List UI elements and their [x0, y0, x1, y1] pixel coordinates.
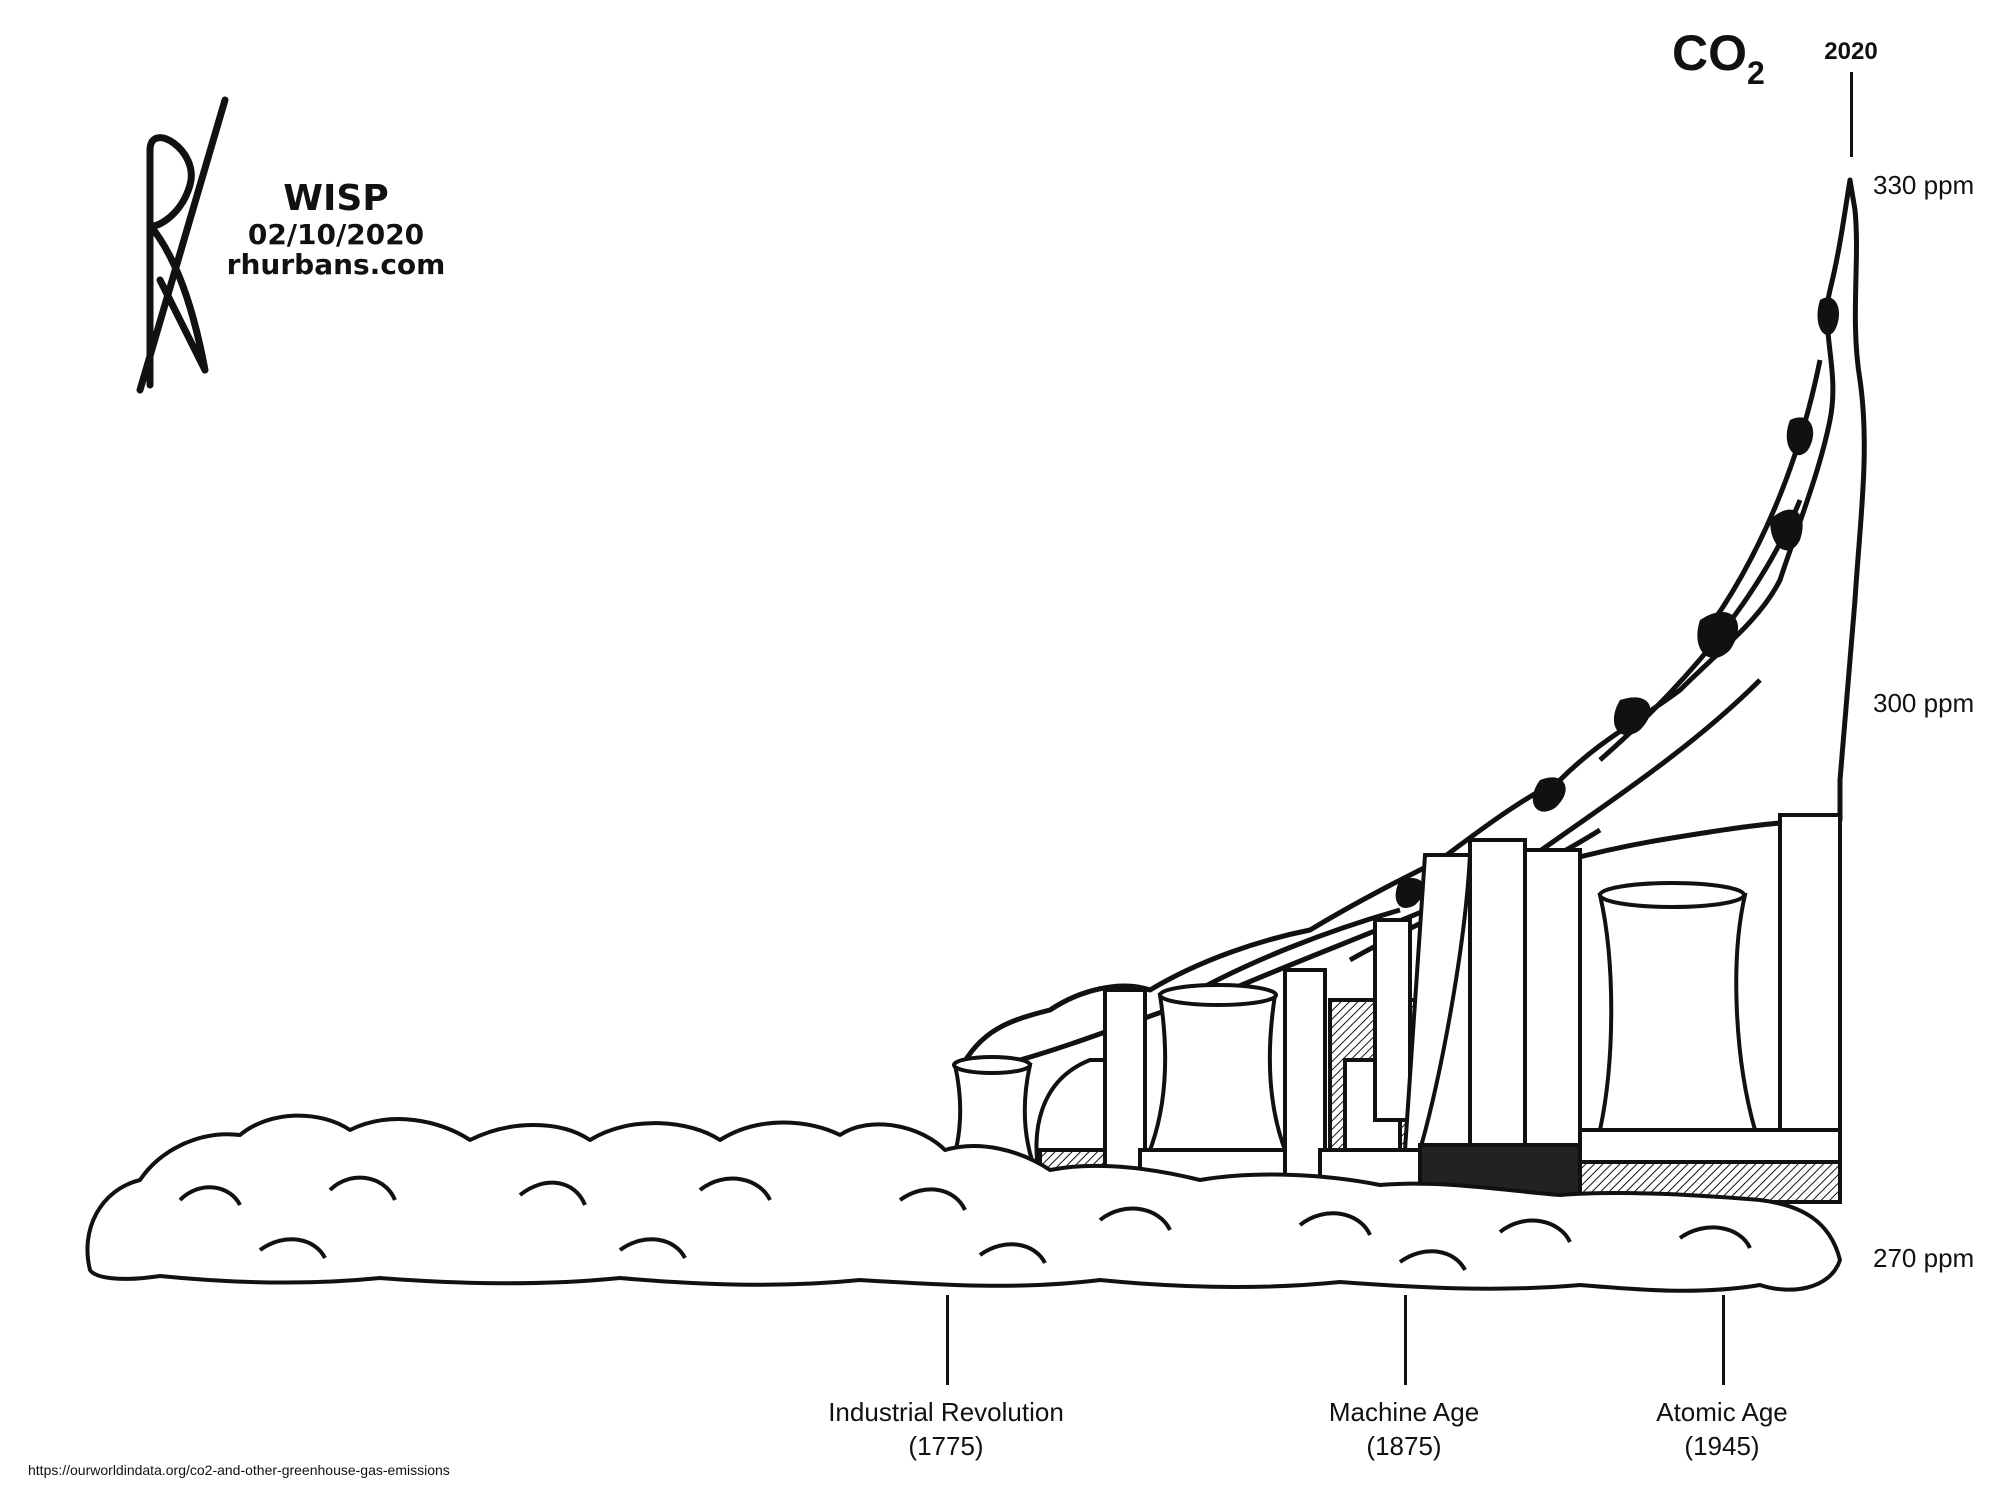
timeline-end-tick: [1850, 72, 1853, 157]
source-link[interactable]: https://ourworldindata.org/co2-and-other…: [28, 1462, 450, 1478]
era-year: (1945): [1684, 1431, 1760, 1461]
timeline-end-label: 2020: [1824, 38, 1878, 65]
signature-date: 02/10/2020: [247, 218, 425, 251]
artist-signature-mark: [136, 96, 229, 394]
era-name: Machine Age: [1328, 1397, 1480, 1427]
ground-smoke: [85, 1113, 1842, 1293]
era-name: Industrial Revolution: [828, 1397, 1064, 1427]
title-main: CO: [1672, 25, 1747, 81]
era-label-atomic: Atomic Age (1945): [1656, 1395, 1788, 1463]
ppm-label-270: 270 ppm: [1873, 1243, 1975, 1273]
era-tick-industrial: [946, 1295, 949, 1385]
smoke-dark-patches: [1395, 297, 1840, 908]
title-subscript: 2: [1747, 55, 1765, 91]
factory-complex: [941, 813, 1842, 1207]
chart-title: CO2: [1672, 24, 1765, 92]
era-tick-machine: [1404, 1295, 1407, 1385]
era-tick-atomic: [1722, 1295, 1725, 1385]
era-year: (1875): [1366, 1431, 1442, 1461]
era-name: Atomic Age: [1656, 1397, 1788, 1427]
ppm-label-300: 300 ppm: [1873, 688, 1975, 718]
ppm-label-330: 330 ppm: [1873, 170, 1975, 200]
era-label-industrial: Industrial Revolution (1775): [828, 1395, 1064, 1463]
signature-site: rhurbans.com: [226, 248, 446, 281]
signature-name: WISP: [283, 178, 389, 219]
era-label-machine: Machine Age (1875): [1329, 1395, 1479, 1463]
era-year: (1775): [908, 1431, 984, 1461]
